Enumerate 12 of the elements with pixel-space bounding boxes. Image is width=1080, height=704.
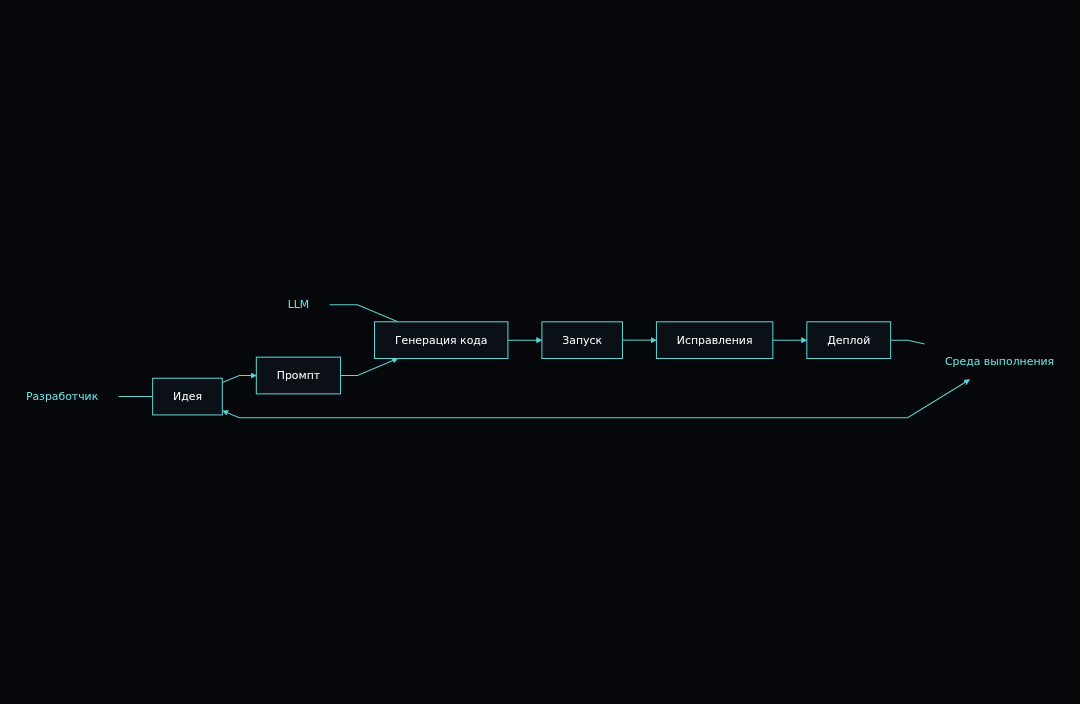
connector: [890, 339, 926, 345]
node-text: Среда выполнения: [945, 354, 1055, 368]
node-box: Идея: [152, 377, 223, 416]
node-text: LLM: [287, 297, 310, 311]
node-box: Исправления: [655, 321, 774, 359]
node-text: Разработчик: [25, 389, 99, 403]
node-box: Промпт: [255, 356, 342, 395]
arrow: [222, 379, 970, 419]
node-box: Деплой: [806, 321, 892, 359]
arrow: [340, 357, 399, 376]
node-box: Генерация кода: [374, 321, 509, 359]
node-box: Запуск: [541, 321, 623, 359]
